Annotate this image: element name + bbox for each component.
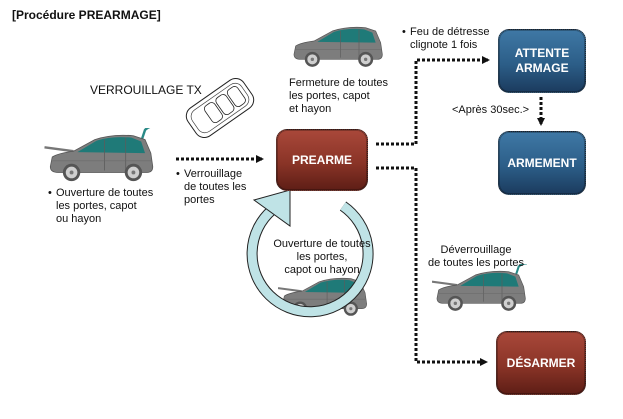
state-armement: ARMEMENT [498, 131, 586, 195]
state-desarmer: DÉSARMER [496, 331, 586, 395]
connector-to-attente [376, 56, 490, 146]
connector-to-desarmer [376, 166, 488, 366]
left-car-caption: Ouverture de toutes les portes, capot ou… [48, 187, 153, 226]
key-fob-label: VERROUILLAGE TX [90, 83, 202, 97]
delay-label: <Après 30sec.> [452, 104, 530, 116]
lock-action-label: Verrouillage de toutes les portes [176, 168, 246, 207]
circular-arrow-icon [246, 189, 374, 318]
state-prearme: PREARME [276, 129, 368, 191]
unlock-action-label: Déverrouillage de toutes les portes [427, 244, 524, 269]
diagram-title: [Procédure PREARMAGE] [12, 8, 161, 22]
state-attente-armage: ATTENTE ARMAGE [498, 29, 586, 93]
car-open-doors-icon [432, 263, 527, 311]
car-closed-icon [293, 26, 383, 68]
hazard-flash-label: Feu de détresse clignote 1 fois [402, 26, 489, 52]
top-car-caption: Fermeture de toutes les portes, capot et… [289, 77, 389, 115]
remote-key-fob-icon [185, 78, 255, 138]
car-open-doors-icon [45, 126, 155, 181]
loop-caption: Ouverture de toutes les portes, capot ou… [273, 238, 371, 276]
